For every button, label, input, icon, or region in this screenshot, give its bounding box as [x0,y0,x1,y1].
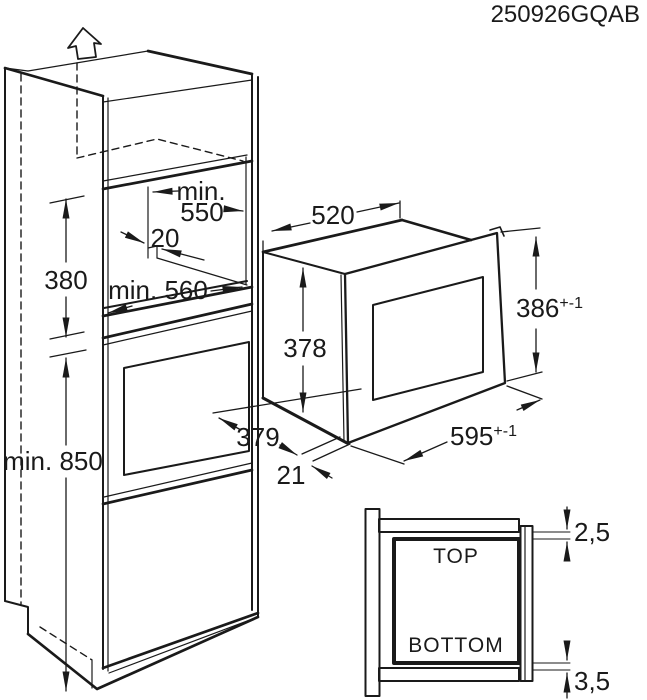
label-20: 20 [151,223,180,253]
dim-base-height-min-850: min. 850 [3,349,103,692]
detail-door [519,525,534,682]
part-number: 250926GQAB [491,1,640,28]
label-top: TOP [433,545,479,568]
dim-front-protrusion-21: 21 [277,436,351,490]
detail-side-panel [364,508,381,697]
label-21: 21 [277,460,306,490]
label-380: 380 [44,265,87,295]
dim-front-width-595: 595+-1 [350,385,543,465]
label-min-550-line2: 550 [180,197,223,227]
label-386: 386+-1 [516,293,583,323]
tall-cabinet-drawing [3,27,260,691]
label-595: 595+-1 [450,421,517,451]
cabinet-dimensions: min. 550 20 380 min. 560 min. 850 [3,176,244,692]
label-379: 379 [236,422,279,452]
label-min-560: min. 560 [108,275,208,305]
dim-bottom-gap-3-5: 3,5 [563,640,610,699]
label-378: 378 [283,333,326,363]
section-detail-drawing: TOP BOTTOM 2,5 3,5 [364,506,610,699]
label-2-5: 2,5 [574,517,610,547]
label-bottom: BOTTOM [408,634,503,657]
dim-depth-520: 520 [262,200,401,252]
label-3-5: 3,5 [574,666,610,696]
microwave-drawing [261,218,507,445]
dim-rear-gap-20: 20 [120,223,205,261]
cabinet-outline [3,49,260,691]
dim-body-height-378: 378 [283,267,327,413]
dim-front-height-386: 386+-1 [500,227,583,382]
dim-top-gap-2-5: 2,5 [563,506,610,562]
detail-oven-body [392,537,521,665]
microwave-front-frame [343,231,507,445]
dim-depth-with-door-379: 379 [212,388,362,452]
cabinet-oven-door-frame [123,341,250,476]
label-520: 520 [311,200,354,230]
cabinet-hidden-edges [20,62,244,661]
microwave-door-window [372,276,484,401]
detail-bottom-board [378,667,520,682]
dim-niche-depth-min-550: min. 550 [152,176,244,227]
up-arrow-icon [67,27,102,60]
cabinet-niche-interior [147,156,248,286]
detail-top-board [378,518,520,533]
dim-niche-height-380: 380 [44,195,88,340]
label-min-850: min. 850 [3,446,103,476]
microwave-dimensions: 520 378 386+-1 595+-1 379 [212,200,583,490]
label-min-550-line1: min. [176,176,225,206]
dim-niche-width-min-560: min. 560 [107,275,243,314]
